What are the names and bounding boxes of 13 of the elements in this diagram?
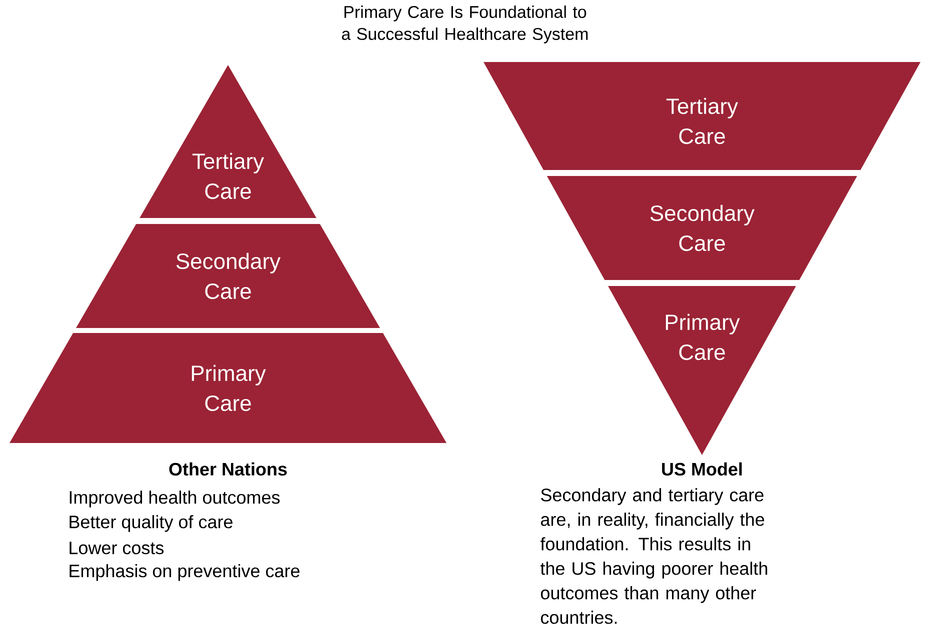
trapezoid-band: Tertiary Care — [484, 62, 920, 170]
trapezoid-band: Secondary Care — [546, 176, 858, 280]
column-heading: Other Nations — [169, 462, 287, 476]
list-item: Improved health outcomes — [70, 490, 280, 508]
list-item: Emphasis on preventive care — [70, 564, 300, 581]
list-item: Better quality of care — [70, 515, 232, 532]
title: Primary Care Is Foundational to a Successful Healthcare System — [342, 6, 588, 44]
trapezoid-band: Primary Care — [10, 332, 446, 443]
trapezoid-band: Secondary Care — [76, 224, 380, 328]
triangle-band: Primary Care — [608, 286, 796, 455]
triangle-band: Tertiary Care — [140, 65, 316, 218]
paragraph: Secondary and tertiary care are, in reality, financially the foundation. This results in the US having poorer health outcomes than many other countries. — [540, 488, 768, 624]
list-item: Lower costs — [70, 542, 164, 554]
